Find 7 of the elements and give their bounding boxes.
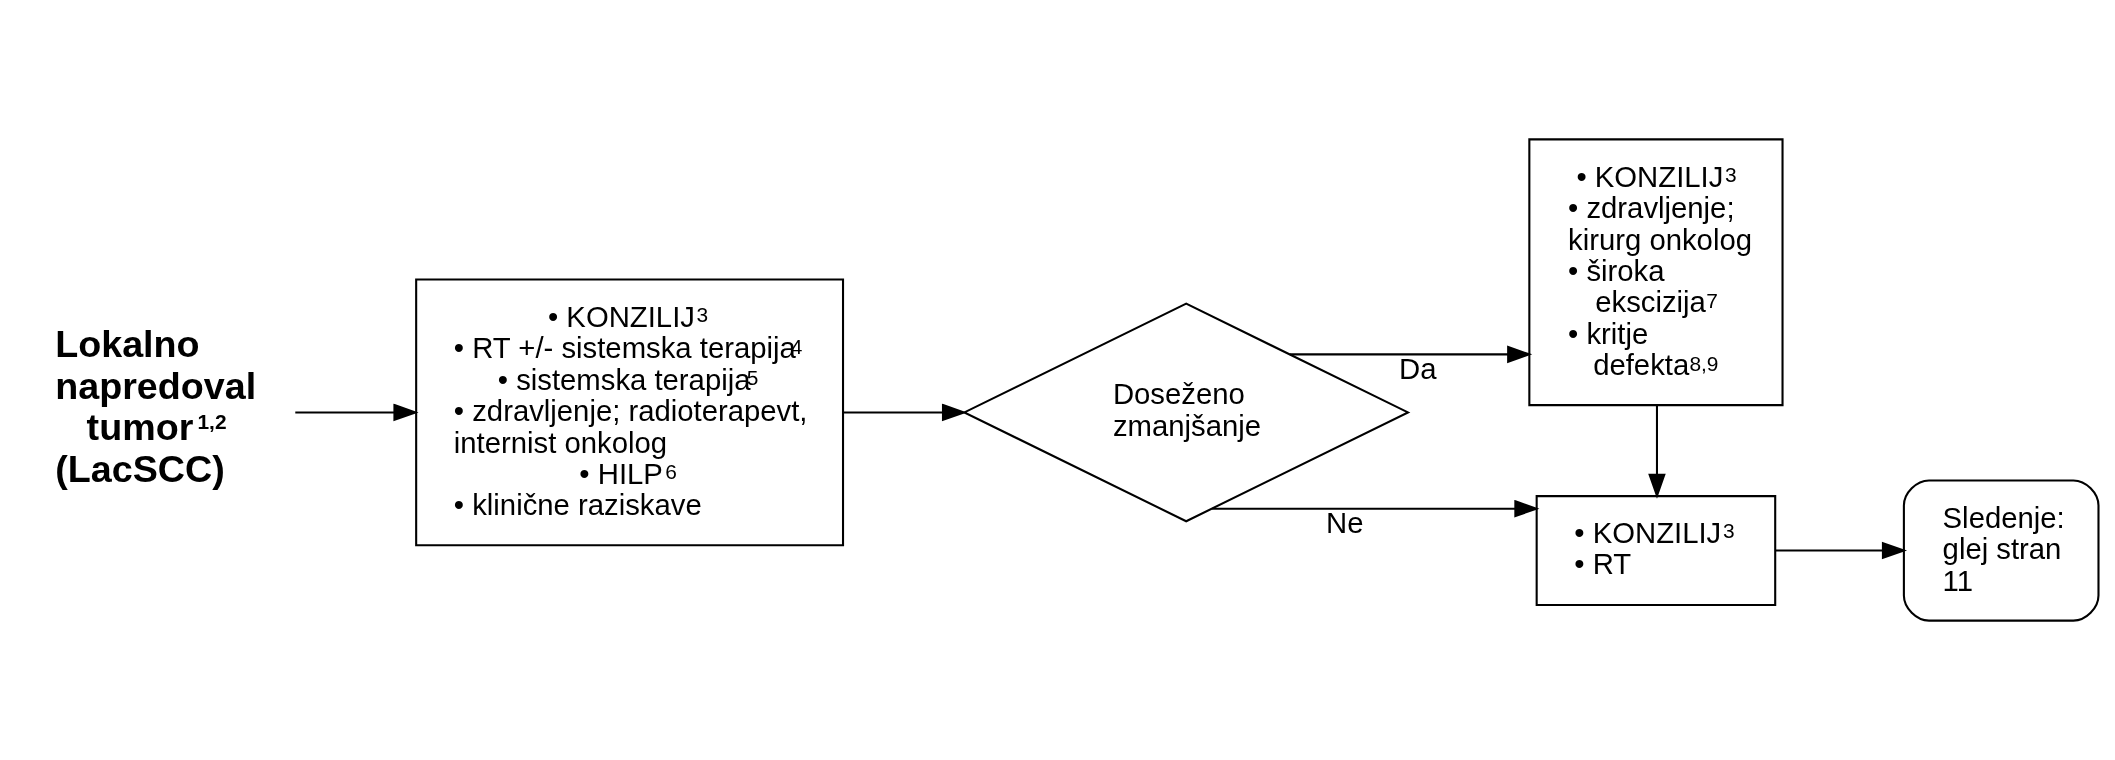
node-box: Sledenje: glej stran 11 [1902,479,2100,622]
arrow [1289,345,1533,364]
arrow [1212,499,1540,518]
arrow [1648,405,1666,499]
arrow [843,403,968,422]
arrow [295,403,419,422]
arrow [1775,541,1908,560]
